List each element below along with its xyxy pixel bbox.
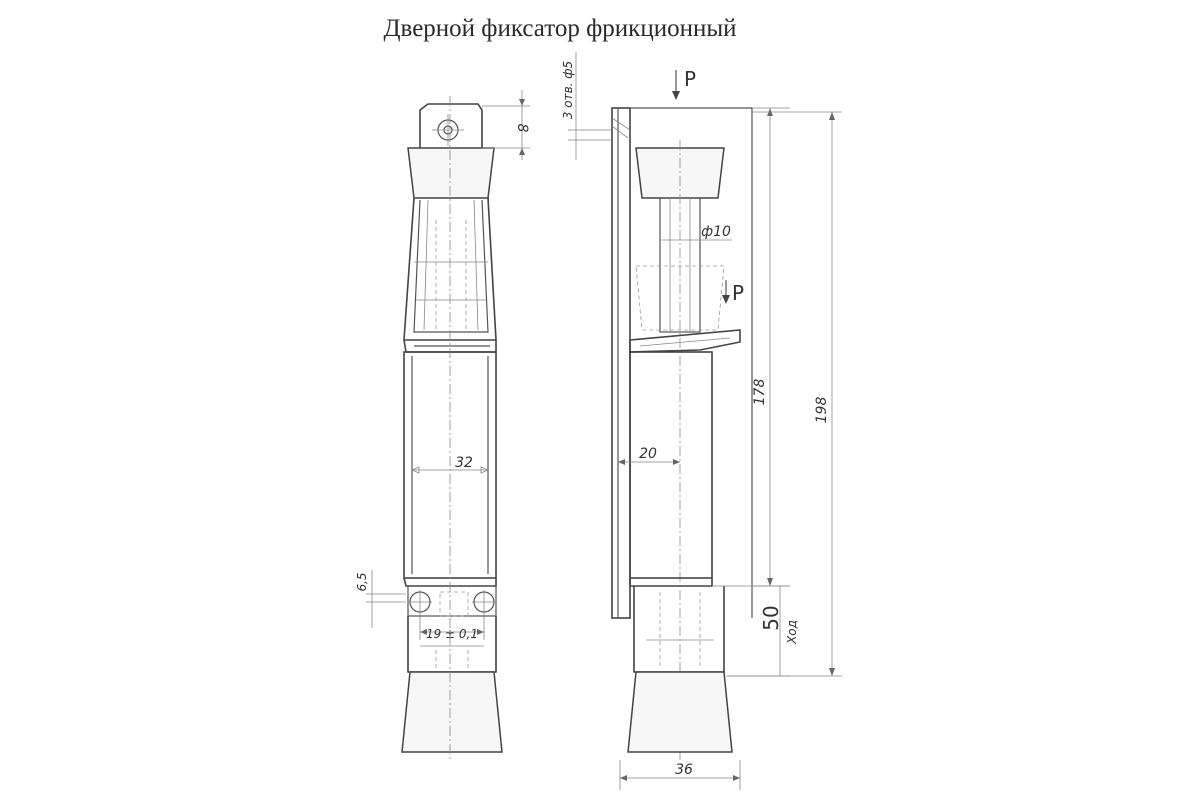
- dim-bottom-offset: 6,5: [355, 572, 369, 591]
- side-bottom-rubber-foot: [627, 671, 733, 753]
- pedal-lever: [629, 329, 741, 353]
- dim-body-height-178: 178: [752, 379, 768, 406]
- mounting-plate: [611, 107, 631, 619]
- dim-rod-diameter: ф10: [701, 224, 731, 240]
- top-rubber-tip: [407, 147, 495, 199]
- retracted-tip-ghost: [635, 265, 725, 331]
- bottom-rubber-foot: [401, 671, 503, 753]
- side-body: [629, 351, 713, 579]
- front-view: 32 19 ± 0,1 8: [355, 90, 530, 760]
- dim-hole-spacing: 19 ± 0,1: [426, 627, 478, 641]
- dim-total-height-198: 198: [814, 397, 830, 424]
- force-label-mid: P: [732, 281, 744, 305]
- dim-foot-width-36: 36: [675, 762, 693, 778]
- side-view: ф10 20 36 P P: [561, 52, 842, 790]
- stroke-note: Ход: [785, 620, 799, 645]
- hole-note: 3 отв. ф5: [561, 61, 575, 119]
- drawing-title: Дверной фиксатор фрикционный: [383, 15, 736, 42]
- dim-stroke-50: 50: [759, 605, 783, 630]
- force-label-top: P: [684, 67, 696, 91]
- top-bracket: [419, 103, 483, 148]
- dim-depth-20: 20: [639, 446, 657, 462]
- dim-width-32: 32: [455, 455, 473, 471]
- dim-top-hole-8: 8: [514, 124, 530, 133]
